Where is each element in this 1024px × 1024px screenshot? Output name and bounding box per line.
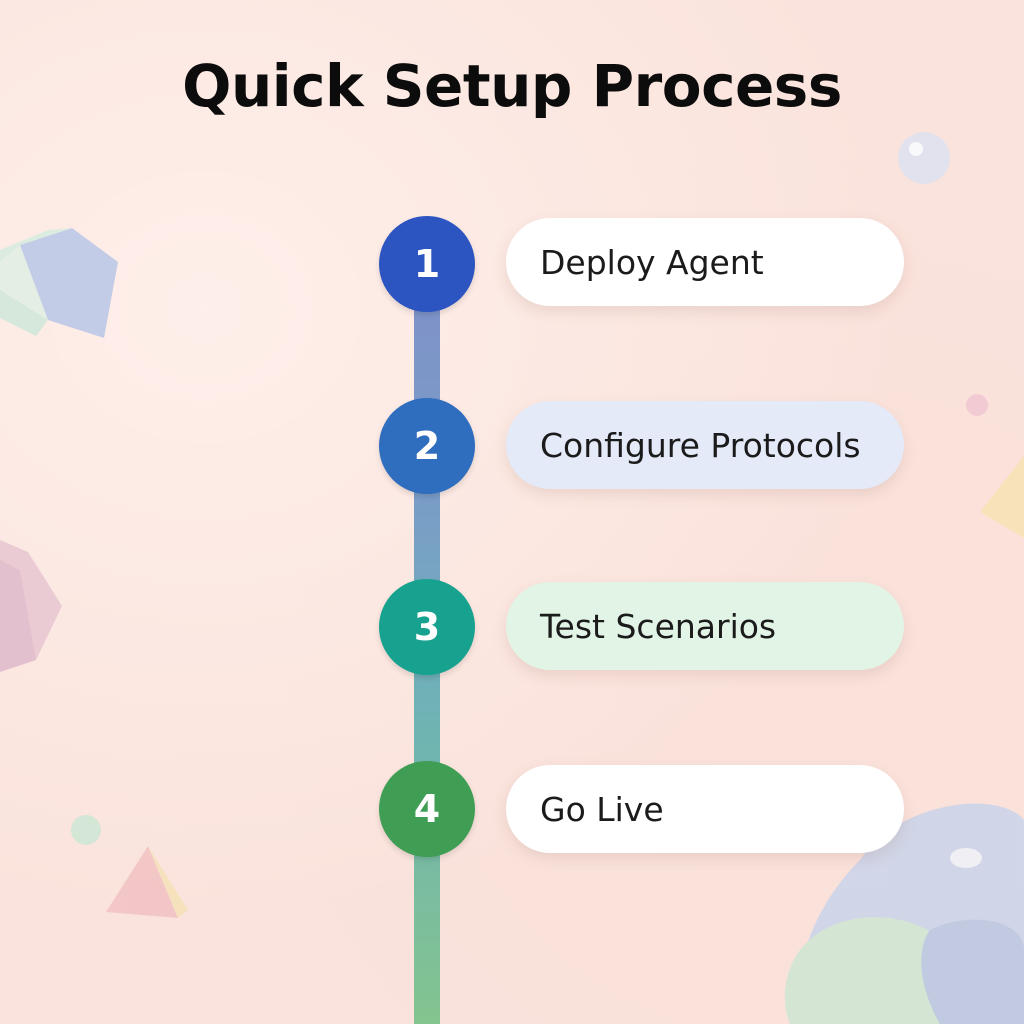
dot-decoration-pink [966,394,988,416]
step-number-2: 2 [379,398,475,494]
shard-decoration [980,456,1024,538]
step-number-1: 1 [379,216,475,312]
dot-decoration [71,815,101,845]
triangle-decoration [106,846,188,918]
cube-decoration-lower [0,540,62,672]
step-card-go-live: Go Live [506,765,904,853]
step-label: Test Scenarios [540,606,777,646]
bubble-decoration [898,132,950,184]
step-label: Go Live [540,789,664,829]
step-card-configure-protocols: Configure Protocols [506,401,904,489]
step-label: Deploy Agent [540,242,764,282]
cube-decoration [0,228,118,338]
page-title: Quick Setup Process [182,52,842,120]
step-label: Configure Protocols [540,425,861,465]
step-number-4: 4 [379,761,475,857]
step-number-3: 3 [379,579,475,675]
step-card-deploy-agent: Deploy Agent [506,218,904,306]
step-card-test-scenarios: Test Scenarios [506,582,904,670]
blob-decoration [784,803,1024,1024]
